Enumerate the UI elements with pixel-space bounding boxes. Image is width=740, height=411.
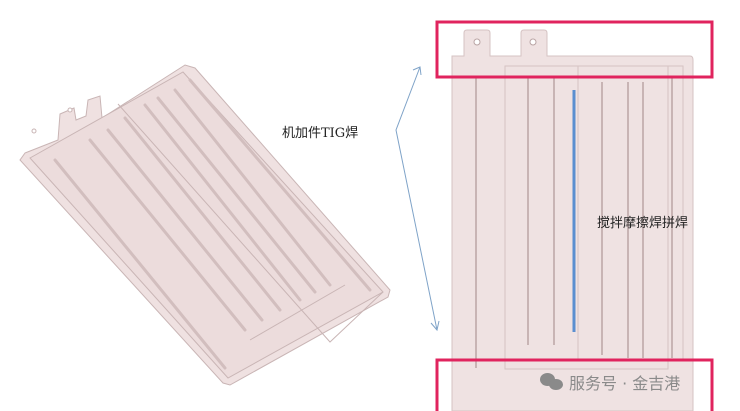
front-view-cold-plate xyxy=(451,29,694,411)
tig-weld-label: 机加件TIG焊 xyxy=(282,126,359,141)
fsw-weld-label: 搅拌摩擦焊拼焊 xyxy=(597,216,689,231)
isometric-cold-plate xyxy=(19,64,391,386)
top-highlight-box xyxy=(435,20,714,79)
watermark-text: 服务号 · 金吉港 xyxy=(569,374,681,393)
watermark: 服务号 · 金吉港 xyxy=(540,370,680,394)
wechat-icon xyxy=(540,373,564,391)
split-arrow xyxy=(395,66,440,332)
bottom-highlight-box xyxy=(435,358,714,411)
